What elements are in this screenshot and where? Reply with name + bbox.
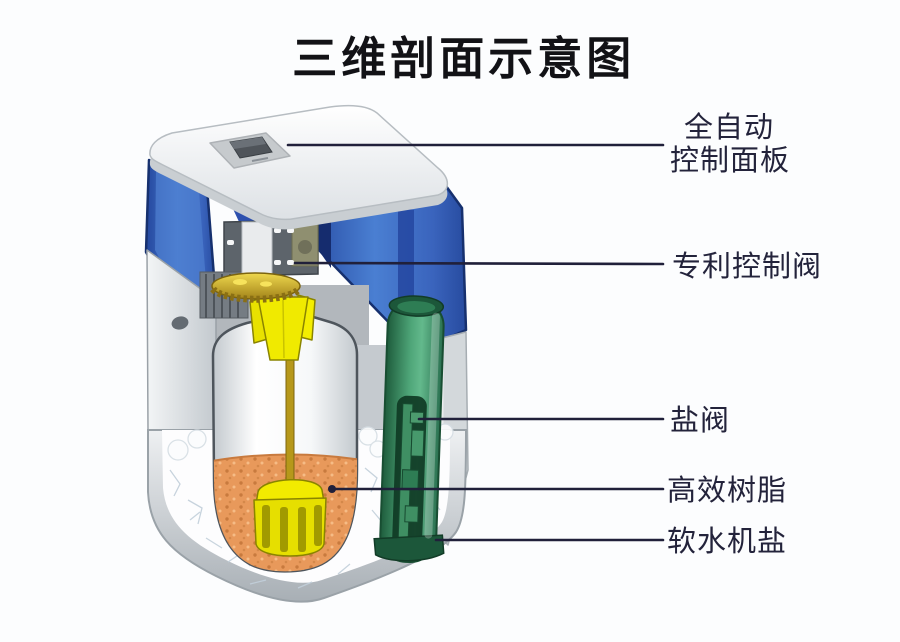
- label-auto-control-panel-line2: 控制面板: [670, 145, 791, 177]
- panel-logo: [251, 157, 269, 162]
- bottom-distributor-basket: [253, 479, 327, 557]
- injector-funnel: [249, 294, 316, 361]
- leader-control-valve: [293, 261, 665, 266]
- control-panel: [209, 132, 291, 169]
- label-salt-valve: 盐阀: [670, 405, 731, 437]
- label-softener-salt: 软水机盐: [667, 526, 788, 558]
- valve-bolt-holes: [227, 228, 294, 265]
- salt-valve-tube: [373, 295, 445, 564]
- salt-valve-mechanism: [397, 403, 425, 545]
- label-auto-control-panel-line1: 全自动: [684, 112, 775, 144]
- leader-lines: [286, 143, 665, 542]
- riser-rod: [285, 349, 295, 493]
- brass-gear: [210, 272, 302, 303]
- label-patent-control-valve: 专利控制阀: [672, 251, 823, 283]
- label-auto-control-panel: 全自动 控制面板: [670, 112, 790, 178]
- page-title: 三维剖面示意图: [292, 34, 636, 84]
- wall-hole: [171, 316, 189, 330]
- label-high-efficiency-resin: 高效树脂: [667, 475, 788, 507]
